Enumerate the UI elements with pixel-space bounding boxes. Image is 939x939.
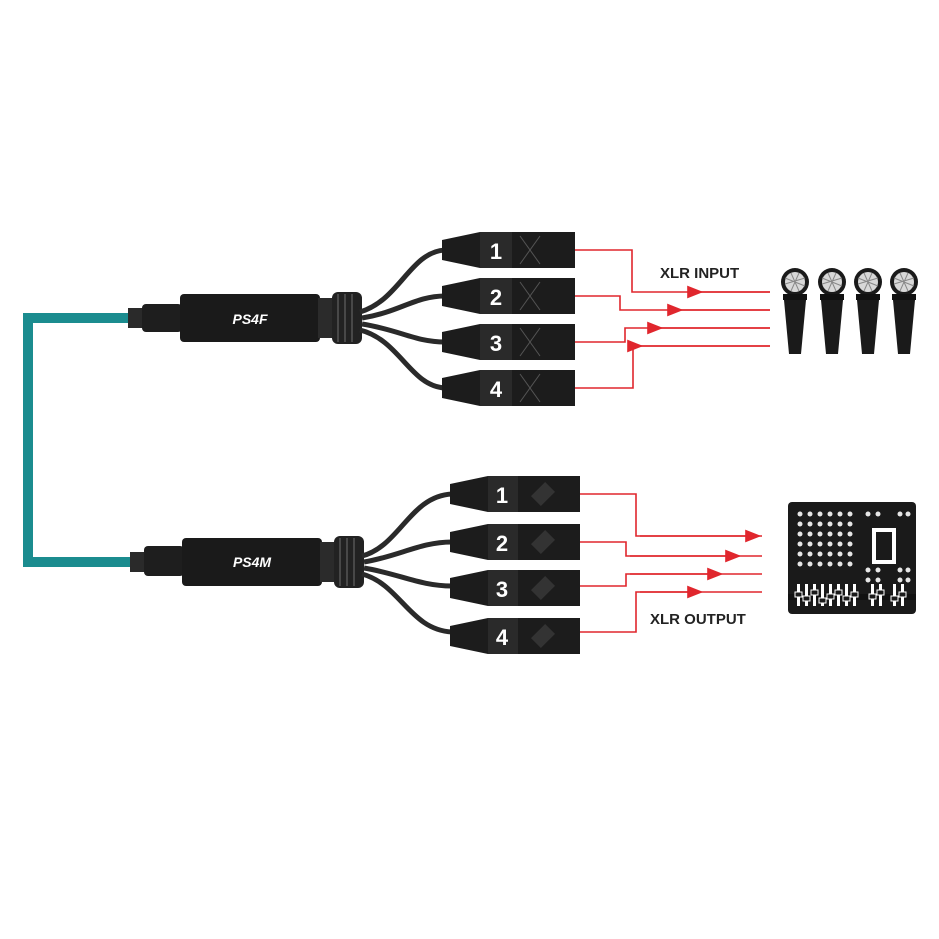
xlr-female-2: 2 xyxy=(442,278,575,314)
channel-number: 2 xyxy=(490,285,502,310)
xlr-output-label: XLR OUTPUT xyxy=(650,611,746,628)
input-signal-lines xyxy=(575,249,770,389)
xlr-male-4: 4 xyxy=(450,618,580,654)
snake-box-bottom: PS4M xyxy=(130,536,364,588)
output-signal-lines xyxy=(580,493,762,633)
fanout-cables-top xyxy=(359,247,446,391)
xlr-female-4: 4 xyxy=(442,370,575,406)
channel-number: 4 xyxy=(490,377,503,402)
mixing-console-icon xyxy=(788,502,916,614)
xlr-male-2: 2 xyxy=(450,524,580,560)
channel-number: 3 xyxy=(496,577,508,602)
microphone-icon xyxy=(781,268,918,354)
channel-number: 3 xyxy=(490,331,502,356)
snake-top-label: PS4F xyxy=(232,311,267,327)
xlr-female-1: 1 xyxy=(442,232,575,268)
channel-number: 1 xyxy=(490,239,502,264)
xlr-male-3: 3 xyxy=(450,570,580,606)
xlr-male-1: 1 xyxy=(450,476,580,512)
snake-box-top: PS4F xyxy=(128,292,362,344)
channel-number: 2 xyxy=(496,531,508,556)
multicore-cable xyxy=(23,313,130,567)
xlr-female-3: 3 xyxy=(442,324,575,360)
channel-number: 1 xyxy=(496,483,508,508)
fanout-cables-bottom xyxy=(361,491,453,635)
xlr-input-label: XLR INPUT xyxy=(660,265,739,282)
channel-number: 4 xyxy=(496,625,509,650)
snake-bottom-label: PS4M xyxy=(233,554,271,570)
